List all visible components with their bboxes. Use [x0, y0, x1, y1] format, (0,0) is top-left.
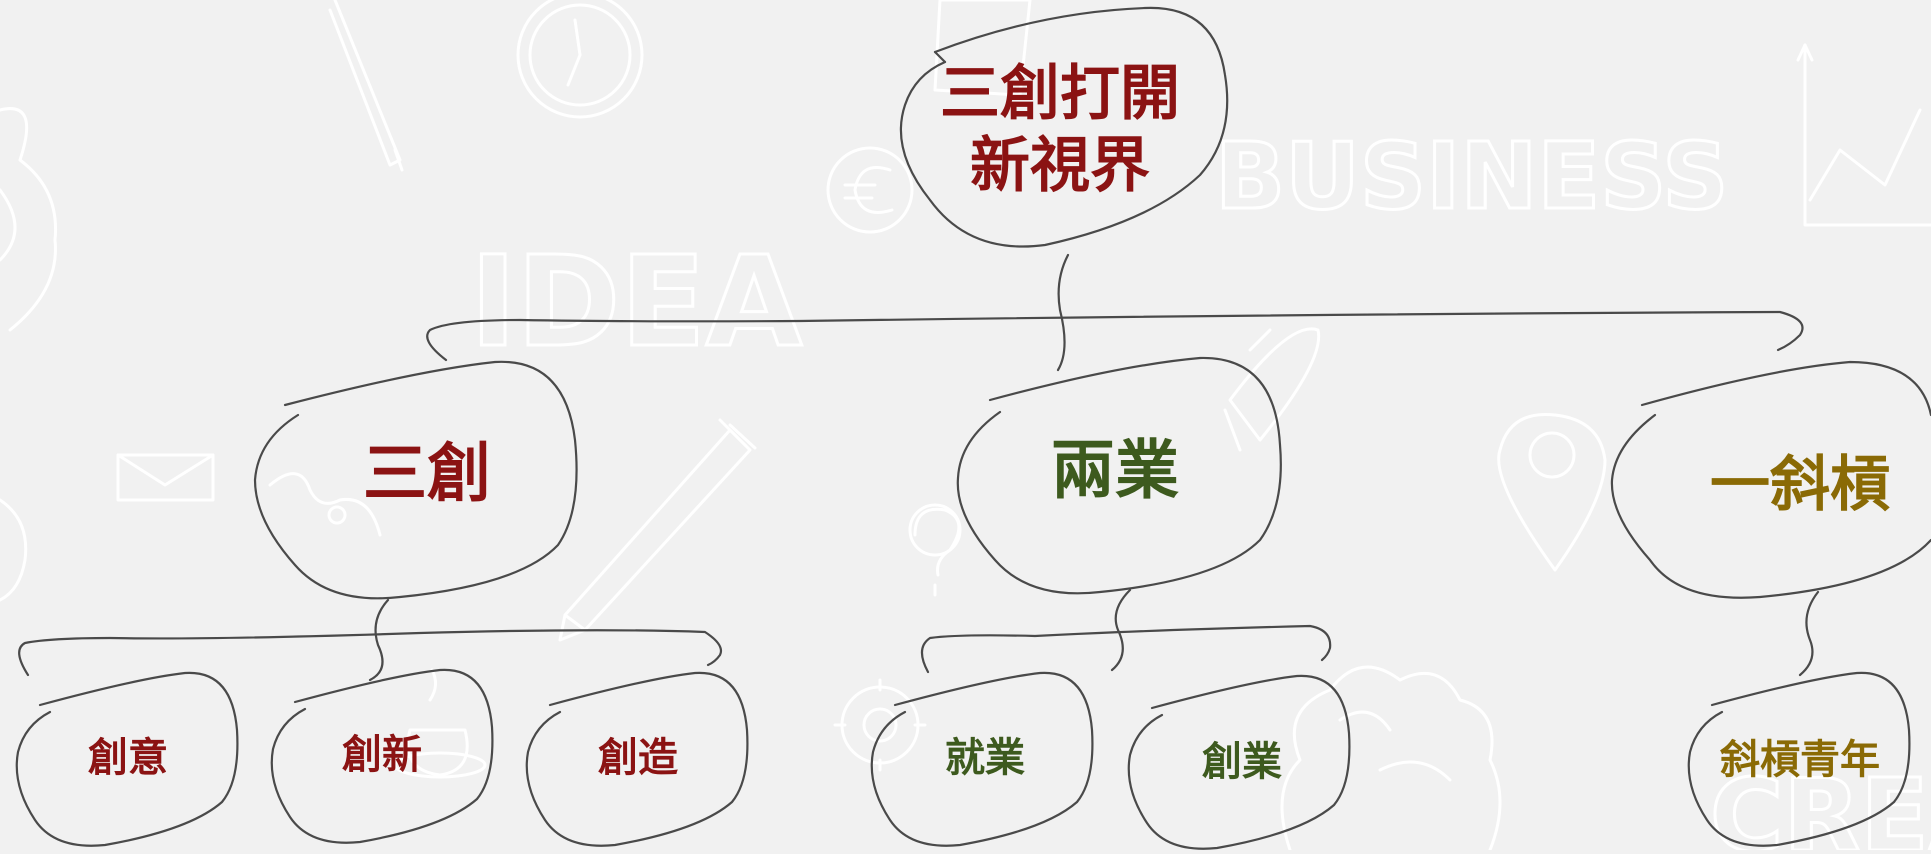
root-connector [1056, 253, 1070, 372]
root-node-outline [899, 6, 1229, 248]
child-label-chuangye: 創業 [1202, 739, 1282, 785]
map-pin-doodle-icon [1497, 412, 1607, 572]
coffee-cup-doodle-icon [393, 668, 487, 779]
child-label-chuangzao: 創造 [598, 735, 678, 781]
hand-doodle-icon [0, 107, 58, 332]
envelope-doodle-icon [116, 453, 215, 502]
child-node-outline-chuangyi [15, 671, 239, 847]
rocket-doodle-icon [1223, 327, 1321, 452]
creative-background-word: CREATIVE [1710, 757, 1931, 850]
liangye-children-bracket [920, 624, 1332, 674]
child-label-chuangxin: 創新 [342, 732, 422, 778]
question-mark-doodle-icon [908, 503, 962, 597]
liangye-connector [1110, 588, 1132, 672]
child-node-outline-chuangye [1127, 674, 1351, 850]
euro-coin-doodle-icon [826, 146, 914, 234]
root-label-line2: 新視界 [970, 131, 1150, 201]
swirl-doodle-icon [268, 472, 382, 537]
business-background-word: BUSINESS [1215, 123, 1729, 230]
xiegang-node-outline [1610, 360, 1931, 599]
sanchuang-node-outline [253, 360, 578, 600]
gear-doodle-icon [833, 678, 927, 772]
sanchuang-children-bracket [18, 629, 723, 677]
child-label-xiegangqingnian: 斜槓青年 [1720, 737, 1880, 783]
pen-doodle-icon [328, 0, 404, 172]
clock-doodle-icon [516, 0, 644, 119]
xiegang-connector [1798, 590, 1820, 677]
sanchuang-connector [368, 598, 390, 682]
liangye-node-label: 兩業 [1051, 434, 1179, 509]
child-node-outline-chuangxin [270, 668, 494, 844]
growth-chart-doodle-icon [1796, 43, 1931, 227]
liangye-node-outline [956, 356, 1282, 595]
child-node-outline-xiegangqingnian [1687, 671, 1911, 847]
root-label-line1: 三創打開 [940, 59, 1180, 129]
child-label-chuangyi: 創意 [88, 735, 168, 781]
idea-background-word: IDEA [470, 230, 803, 375]
lightbulb-doodle-icon [0, 498, 28, 602]
sanchuang-node-label: 三創 [363, 437, 491, 512]
child-node-outline-chuangzao [525, 671, 749, 847]
brain-doodle-icon [1280, 665, 1502, 852]
notebook-doodle-icon [933, 0, 1032, 97]
pencil-doodle-icon [558, 418, 757, 642]
child-label-jiuye: 就業 [945, 735, 1025, 781]
level1-bracket [426, 310, 1804, 362]
root-node-stroke-tail [933, 50, 947, 64]
child-node-outline-jiuye [870, 671, 1094, 847]
xiegang-node-label: 一斜槓 [1710, 450, 1890, 520]
background-word-group: BUSINESS IDEA CREATIVE [469, 122, 1931, 854]
root-node-label: 三創打開 新視界 [940, 58, 1180, 202]
